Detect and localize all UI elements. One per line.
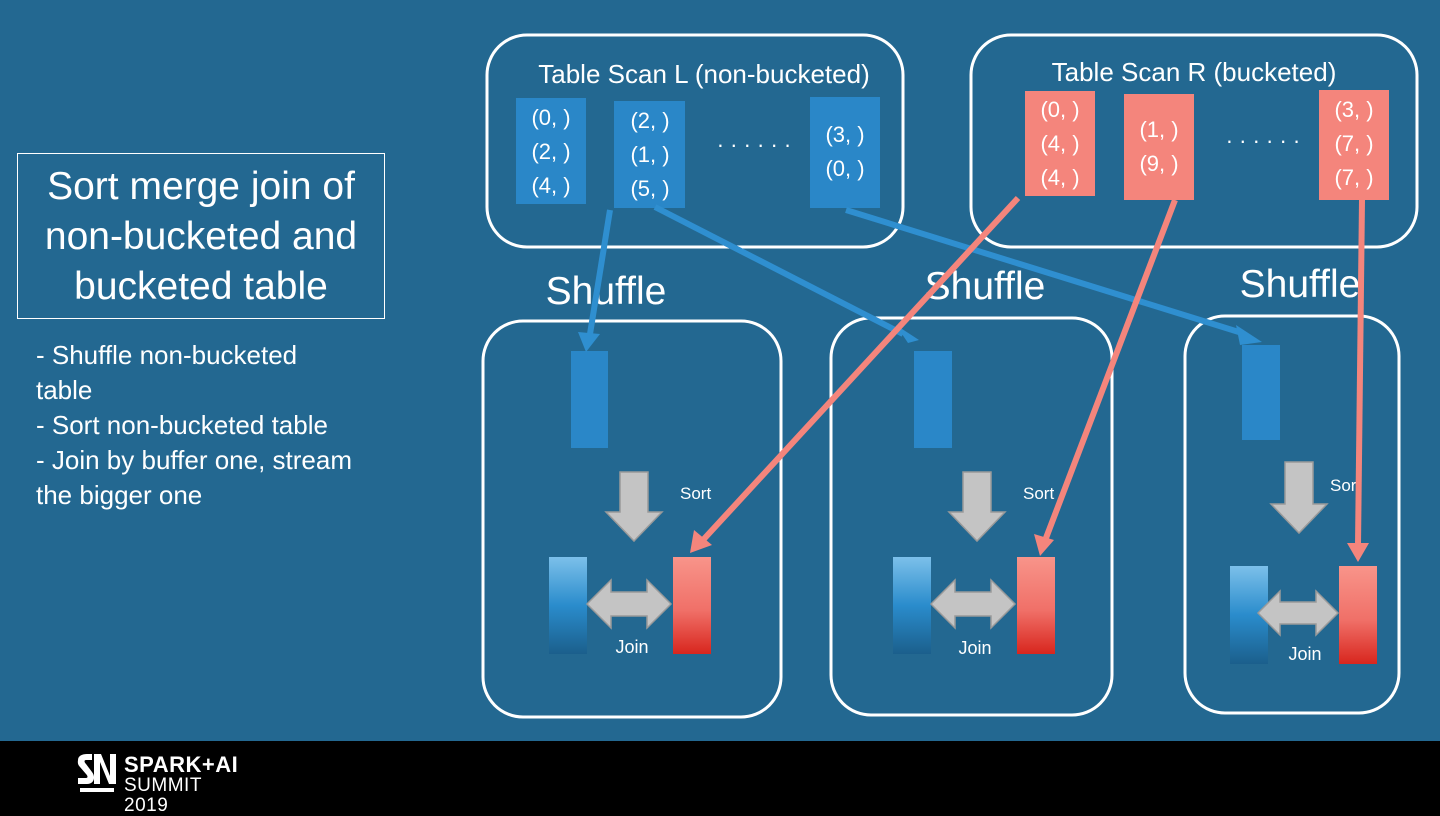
- l-partition-value: (2, ): [630, 108, 669, 133]
- blue-shuffle-arrow: [587, 209, 613, 335]
- l-partition-value: (2, ): [531, 139, 570, 164]
- r-partition-value: (9, ): [1139, 151, 1178, 176]
- spark-ai-logo-icon: [77, 754, 116, 792]
- blue-arrowhead: [1236, 325, 1262, 345]
- table-scan-r-label: Table Scan R (bucketed): [1052, 57, 1337, 87]
- blue-arrowhead: [896, 325, 919, 343]
- bullet-line: the bigger one: [36, 480, 203, 510]
- l-partition-value: (5, ): [630, 176, 669, 201]
- sort-label: Sort: [1330, 476, 1361, 495]
- r-partition-value: (7, ): [1334, 131, 1373, 156]
- stage-box: [829, 316, 1114, 717]
- red-bucket-arrow: [1043, 198, 1178, 540]
- red-bucket-arrow: [700, 195, 1021, 543]
- l-partition-value: (0, ): [531, 105, 570, 130]
- blue-shuffle-arrow: [653, 204, 905, 337]
- l-partition-block: [614, 101, 685, 208]
- footer-bar: SPARK+AI SUMMIT 2019: [0, 741, 1440, 816]
- red-arrowhead: [690, 530, 712, 553]
- red-arrowhead: [1034, 534, 1054, 556]
- join-label: Join: [1288, 644, 1321, 664]
- l-partition-block: [516, 98, 586, 204]
- shuffled-block: [1242, 345, 1280, 440]
- bullet-line: - Join by buffer one, stream: [36, 445, 353, 475]
- bullet-line: - Sort non-bucketed table: [36, 410, 328, 440]
- l-partition-value: (1, ): [630, 142, 669, 167]
- join-double-arrow: [1256, 589, 1340, 637]
- sorted-blue-block: [549, 557, 587, 654]
- join-label: Join: [958, 638, 991, 658]
- r-partition-value: (0, ): [1040, 97, 1079, 122]
- shuffle-label: Shuffle: [1240, 263, 1361, 306]
- sort-label: Sort: [680, 484, 711, 503]
- bullet-list: - Shuffle non-bucketed table - Sort non-…: [36, 338, 416, 513]
- slide-title-box: Sort merge join of non-bucketed and buck…: [17, 153, 385, 319]
- l-partition-value: (3, ): [825, 122, 864, 147]
- r-partition-value: (4, ): [1040, 165, 1079, 190]
- slide-title-line: Sort merge join of: [47, 165, 355, 208]
- red-bucket-arrows: [690, 195, 1369, 562]
- spark-ai-summit-logo: SPARK+AI SUMMIT 2019: [74, 752, 238, 816]
- sorted-blue-block: [893, 557, 931, 654]
- r-partition-block: [1124, 94, 1194, 200]
- shuffled-block: [914, 351, 952, 448]
- sort-down-arrow: [947, 471, 1007, 543]
- bucketed-red-block: [1017, 557, 1055, 654]
- bucketed-red-block: [1339, 566, 1377, 664]
- blue-shuffle-arrow: [845, 207, 1243, 336]
- join-double-arrow: [585, 578, 673, 630]
- slide: Sort merge join of non-bucketed and buck…: [0, 0, 1440, 741]
- sort-down-arrow: [1269, 461, 1329, 535]
- shuffled-block: [571, 351, 608, 448]
- l-partition-block: [810, 97, 880, 208]
- logo-line1: SPARK+AI: [124, 752, 239, 777]
- r-partition-value: (3, ): [1334, 97, 1373, 122]
- bullet-line: table: [36, 375, 93, 405]
- r-partition-value: (7, ): [1334, 165, 1373, 190]
- stage-box: [1183, 314, 1401, 715]
- red-arrowhead: [1347, 543, 1369, 562]
- r-partition-block: [1025, 91, 1095, 196]
- sort-down-arrow: [604, 471, 664, 543]
- table-scan-l-box: [485, 33, 905, 249]
- r-partition-block: [1319, 90, 1389, 200]
- blue-shuffle-arrows: [578, 204, 1262, 352]
- red-bucket-arrow: [1355, 199, 1365, 546]
- r-ellipsis: · · · · · ·: [1226, 128, 1301, 153]
- l-partition-value: (4, ): [531, 173, 570, 198]
- sort-label: Sort: [1023, 484, 1054, 503]
- bucketed-red-block: [673, 557, 711, 654]
- join-diagram: Table Scan L (non-bucketed) Table Scan R…: [481, 33, 1419, 719]
- logo-line2: SUMMIT 2019: [124, 775, 202, 816]
- bullet-line: - Shuffle non-bucketed: [36, 340, 298, 370]
- r-partition-value: (4, ): [1040, 131, 1079, 156]
- table-scan-l-label: Table Scan L (non-bucketed): [538, 59, 869, 89]
- slide-title-line: bucketed table: [74, 265, 328, 308]
- table-scan-r-box: [969, 33, 1419, 249]
- r-partition-value: (1, ): [1139, 117, 1178, 142]
- l-ellipsis: · · · · · ·: [717, 132, 792, 157]
- join-label: Join: [615, 637, 648, 657]
- join-double-arrow: [929, 578, 1017, 630]
- stage-box: [481, 319, 783, 719]
- shuffle-label: Shuffle: [925, 265, 1046, 308]
- l-partition-value: (0, ): [825, 156, 864, 181]
- slide-title-line: non-bucketed and: [44, 215, 358, 258]
- shuffle-label: Shuffle: [546, 270, 667, 313]
- blue-arrowhead: [578, 332, 600, 352]
